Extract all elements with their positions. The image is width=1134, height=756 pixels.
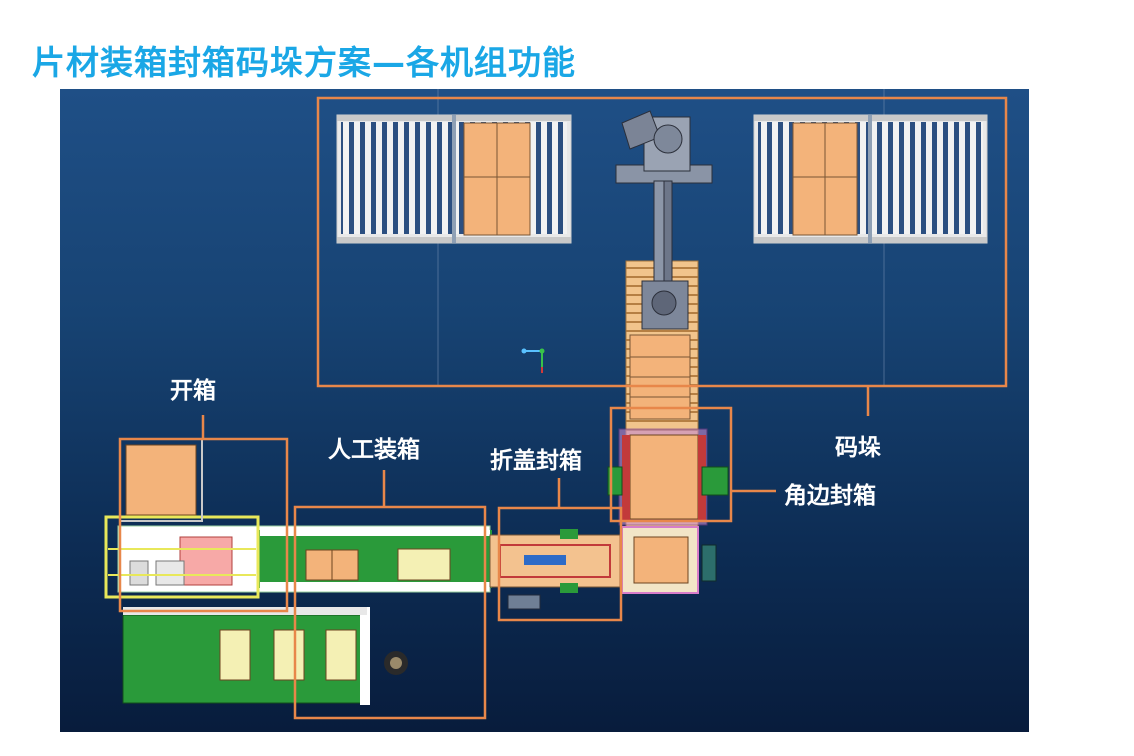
manual-packing-conveyor <box>122 607 370 705</box>
box-opener-machine <box>104 438 260 599</box>
leader-lines <box>201 386 870 508</box>
label-corner-seal: 角边封箱 <box>784 483 876 509</box>
pallet-conveyor-left <box>336 114 572 244</box>
corner-sealer <box>607 428 729 594</box>
layout-diagram: 开箱 人工装箱 折盖封箱 码垛 角边封箱 <box>60 89 1029 732</box>
label-fold-seal: 折盖封箱 <box>490 448 582 474</box>
label-open-box: 开箱 <box>170 378 216 404</box>
frame-manual-pack <box>293 505 487 720</box>
page-title: 片材装箱封箱码垛方案—各机组功能 <box>32 43 576 82</box>
frame-corner-seal <box>609 406 733 523</box>
operator-icon <box>384 651 408 675</box>
frame-palletize <box>316 96 1008 388</box>
label-palletize: 码垛 <box>835 435 881 461</box>
palletizing-robot <box>615 110 713 330</box>
fold-sealer-machine <box>489 529 621 610</box>
pallet-conveyor-right <box>753 114 988 244</box>
axis-gizmo <box>521 348 545 373</box>
label-manual-pack: 人工装箱 <box>328 437 420 463</box>
